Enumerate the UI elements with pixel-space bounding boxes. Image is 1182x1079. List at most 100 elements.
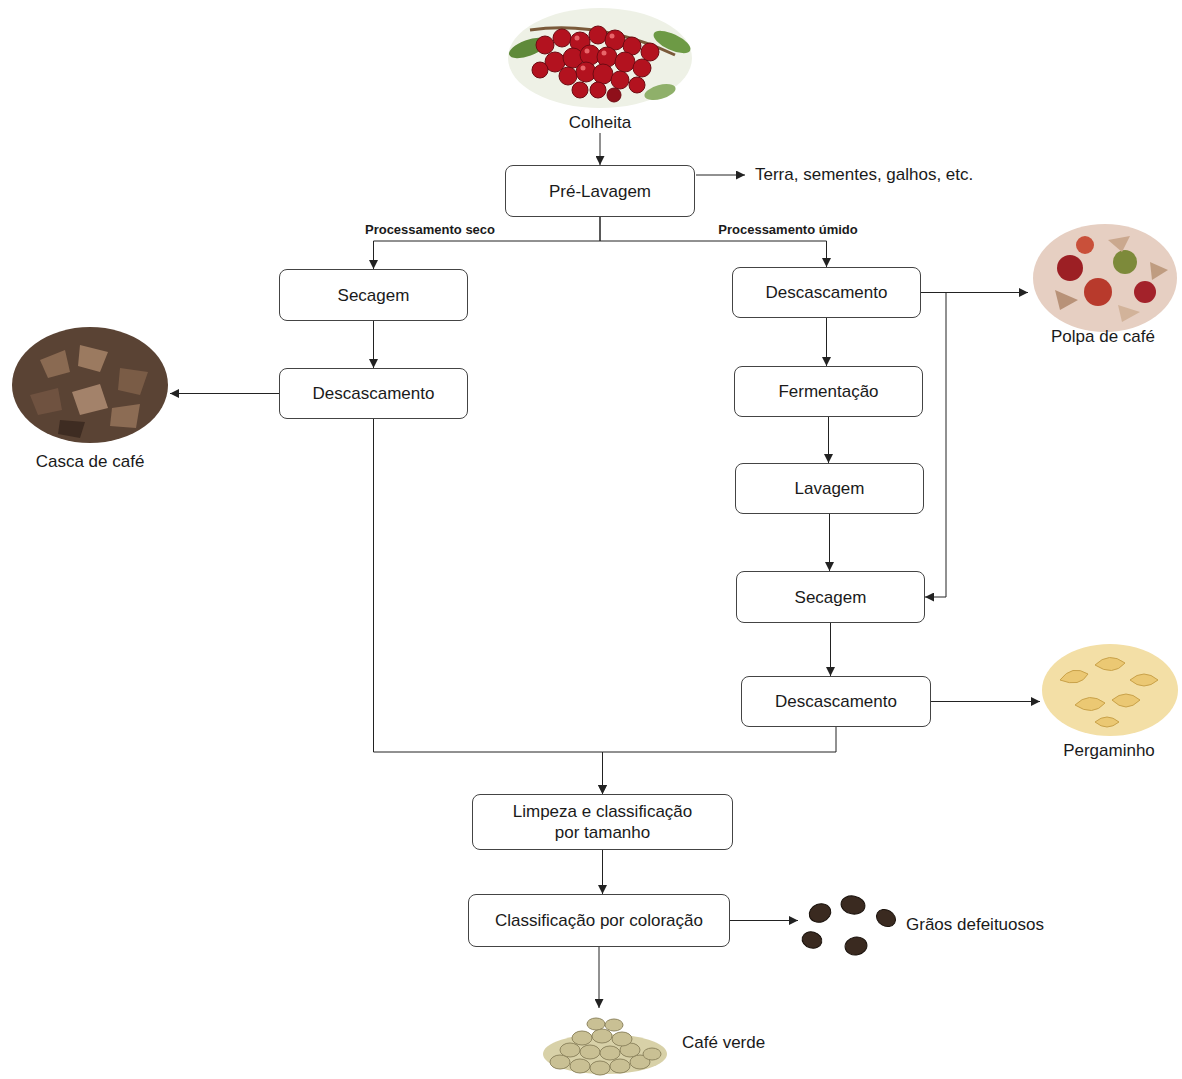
process-box: Fermentação (734, 366, 923, 417)
green-coffee-picture (543, 1018, 667, 1075)
process-box: Pré-Lavagem (505, 165, 695, 217)
picture-ground (12, 327, 168, 443)
cherry (607, 88, 621, 102)
process-label: Descascamento (313, 383, 435, 404)
process-label: Pré-Lavagem (549, 181, 651, 202)
cherry-highlight (602, 51, 607, 56)
flow-arrow (374, 419, 603, 794)
picture-area (595, 8, 605, 112)
flow-arrow (829, 514, 830, 571)
cherry (615, 52, 635, 72)
pulp-shard (1055, 290, 1078, 310)
process-label: Descascamento (766, 282, 888, 303)
cherry (629, 77, 645, 93)
process-label: Fermentação (778, 381, 878, 402)
process-label: Secagem (338, 285, 410, 306)
parchment-piece (1095, 717, 1119, 727)
pulp-piece (1113, 250, 1137, 274)
picture-area (540, 1008, 678, 1076)
process-label: Descascamento (775, 691, 897, 712)
bean (605, 1019, 623, 1031)
harvest-picture: Colheita (510, 8, 690, 133)
byproduct-picture: Casca de café (10, 325, 170, 472)
picture-caption: Grãos defeituosos (906, 914, 1044, 935)
cherry (572, 82, 588, 98)
flow-arrow (170, 393, 279, 394)
bean (587, 1018, 605, 1030)
cherry (590, 82, 606, 98)
process-label: Lavagem (795, 478, 865, 499)
picture-area (1098, 222, 1108, 326)
cherry (589, 26, 607, 44)
flow-arrow (599, 947, 600, 1008)
defective-beans-picture (800, 894, 898, 957)
cherry (593, 64, 613, 84)
flow-arrow (830, 623, 831, 676)
cherry (611, 71, 629, 89)
cherry (553, 29, 571, 47)
pulp-piece (1076, 236, 1094, 254)
parchment-piece (1060, 670, 1088, 683)
parchment-piece (1095, 657, 1125, 670)
leader-arrow (696, 175, 745, 176)
bean (572, 1031, 592, 1045)
parchment-piece (1075, 697, 1105, 710)
flow-arrow (602, 850, 603, 894)
bean (610, 1059, 630, 1073)
byproduct-picture: Pergaminho (1040, 640, 1178, 761)
cherry (532, 62, 548, 78)
picture-caption: Colheita (569, 112, 631, 133)
pulp-piece (1134, 281, 1156, 303)
husk-shard (30, 388, 62, 415)
husk-picture (12, 327, 168, 443)
picture-area (798, 893, 902, 955)
flow-arrow (373, 321, 374, 368)
process-box: Limpeza e classificação por tamanho (472, 794, 733, 850)
bean (873, 906, 898, 930)
husk-shard (78, 345, 108, 372)
leaf (643, 81, 678, 103)
husk-shard (110, 404, 140, 428)
byproduct-picture: Grãos defeituosos (798, 893, 1044, 955)
picture-area (1104, 640, 1114, 740)
husk-shard (40, 350, 70, 378)
parchment-piece (1130, 674, 1158, 686)
picture-ground (508, 8, 692, 108)
pulp-shard (1118, 305, 1140, 322)
cherry (641, 43, 659, 61)
process-box: Descascamento (741, 676, 931, 727)
process-box: Descascamento (279, 368, 468, 419)
pulp-shard (1150, 262, 1168, 280)
cherry-highlight (581, 66, 586, 71)
parchment-picture (1042, 644, 1178, 736)
cherry (559, 67, 577, 85)
bean (580, 1045, 600, 1059)
flow-arrow (600, 133, 601, 165)
process-box: Descascamento (732, 267, 921, 318)
cherry (536, 36, 554, 54)
pulp-picture (1033, 224, 1177, 332)
bean (840, 894, 867, 916)
bean (600, 1046, 620, 1060)
process-box: Secagem (279, 269, 468, 321)
parchment-piece (1112, 694, 1140, 707)
flow-arrow (826, 318, 827, 366)
flow-arrow (603, 727, 837, 794)
process-box: Classificação por coloração (468, 894, 730, 947)
picture-caption: Pergaminho (1063, 740, 1155, 761)
process-label: Limpeza e classificação por tamanho (503, 801, 703, 843)
picture-ground (1042, 644, 1178, 736)
branch-label: Processamento seco (363, 222, 497, 237)
bean (807, 901, 834, 925)
product-picture: Café verde (540, 1008, 765, 1076)
process-label: Secagem (795, 587, 867, 608)
flow-arrow (828, 417, 829, 463)
bean (800, 930, 823, 951)
bean (590, 1061, 610, 1075)
picture-ground (1033, 224, 1177, 332)
note-label: Terra, sementes, galhos, etc. (755, 164, 973, 185)
cherry (633, 59, 651, 77)
cherry-highlight (575, 36, 580, 41)
husk-shard (118, 368, 148, 395)
